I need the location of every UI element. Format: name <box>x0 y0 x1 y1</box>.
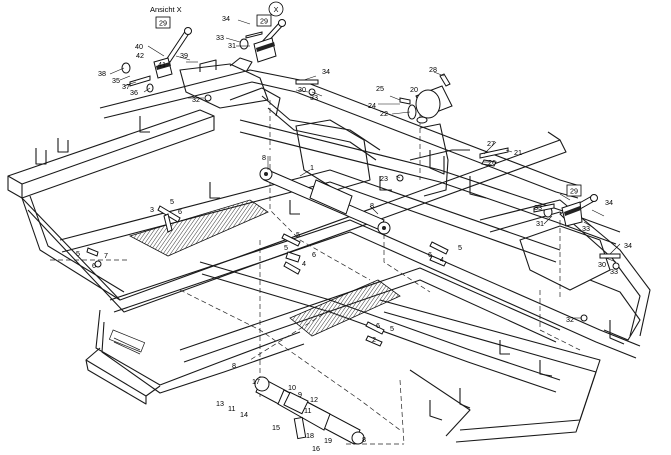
callout-39: 39 <box>180 51 188 60</box>
callout-21: 21 <box>514 148 522 157</box>
ref-box-c <box>566 184 582 197</box>
callout-16: 16 <box>312 444 320 453</box>
callout-35: 35 <box>112 76 120 85</box>
hardware-parts <box>86 73 588 347</box>
callout-20: 20 <box>410 85 418 94</box>
callout-33-d: 33 <box>582 224 590 233</box>
callout-13: 13 <box>216 399 224 408</box>
view-marker-circle <box>268 1 284 17</box>
callout-27: 27 <box>487 139 495 148</box>
callout-33-c: 33 <box>534 203 542 212</box>
callout-8-a: 8 <box>262 153 266 162</box>
detail-view-x-left <box>121 27 192 93</box>
callout-5-b: 5 <box>76 249 80 258</box>
callout-3: 3 <box>150 205 154 214</box>
callout-5-e: 5 <box>458 243 462 252</box>
callout-6-c: 6 <box>312 250 316 259</box>
view-title: Ansicht X <box>150 5 182 14</box>
callout-34-d: 34 <box>624 241 632 250</box>
callout-25: 25 <box>376 84 384 93</box>
callout-15: 15 <box>272 423 280 432</box>
callout-5-c: 5 <box>296 230 300 239</box>
callout-6-b: 6 <box>92 261 96 270</box>
callout-6-a: 6 <box>178 207 182 216</box>
view-marker-label: X <box>274 5 279 14</box>
callout-32-b: 32 <box>566 315 574 324</box>
callout-8-c: 8 <box>232 361 236 370</box>
callout-11-a: 11 <box>228 404 235 413</box>
callout-4-a: 4 <box>302 259 306 268</box>
callout-5-f: 5 <box>390 324 394 333</box>
callout-6-e: 6 <box>376 321 380 330</box>
callout-32-a: 32 <box>192 95 200 104</box>
ref-box-b-label: 29 <box>260 17 268 26</box>
callout-22: 22 <box>380 109 388 118</box>
callout-8-d: 8 <box>362 435 366 444</box>
callout-30-b: 30 <box>598 260 606 269</box>
callout-7: 7 <box>104 251 108 260</box>
callout-24: 24 <box>368 101 376 110</box>
lower-cylinder-assembly <box>254 376 365 445</box>
callout-14: 14 <box>240 410 248 419</box>
callout-17: 17 <box>252 377 260 386</box>
callout-31-b: 31 <box>536 219 544 228</box>
callout-40: 40 <box>135 42 143 51</box>
callout-2: 2 <box>372 335 376 344</box>
leader-lines <box>109 19 621 319</box>
callout-23: 23 <box>380 174 388 183</box>
callout-34-b: 34 <box>322 67 330 76</box>
step-grating-left <box>128 199 269 257</box>
detail-view-x-right <box>239 19 319 96</box>
callout-33-e: 33 <box>610 267 618 276</box>
callout-9: 9 <box>298 390 302 399</box>
main-hydraulic-cylinder <box>259 167 391 235</box>
callout-18: 18 <box>306 431 314 440</box>
callout-33-b: 33 <box>310 93 318 102</box>
callout-42: 42 <box>136 51 144 60</box>
callout-31-a: 31 <box>228 41 236 50</box>
callout-10: 10 <box>288 383 296 392</box>
callout-5-a: 5 <box>170 197 174 206</box>
callout-34-a: 34 <box>222 14 230 23</box>
main-frame <box>7 57 651 443</box>
detail-right <box>533 194 621 270</box>
actuator-cylinder-20 <box>399 85 453 124</box>
callout-30-a: 30 <box>298 85 306 94</box>
callout-5-d: 5 <box>284 243 288 252</box>
callout-19: 19 <box>324 436 332 445</box>
step-grating-center <box>289 279 401 337</box>
callout-26: 26 <box>488 158 496 167</box>
callout-38: 38 <box>98 69 106 78</box>
ref-box-b <box>256 14 272 27</box>
callout-8-b: 8 <box>370 201 374 210</box>
callout-37: 37 <box>122 82 130 91</box>
callout-33-a: 33 <box>216 33 224 42</box>
callout-4-b: 4 <box>440 255 444 264</box>
callout-28: 28 <box>429 65 437 74</box>
callout-34-c: 34 <box>605 198 613 207</box>
callout-11-b: 11 <box>304 406 311 415</box>
callout-36: 36 <box>130 88 138 97</box>
callout-12: 12 <box>310 395 318 404</box>
ref-box-c-label: 29 <box>570 187 578 196</box>
callout-labels: 34 33 31 40 39 42 41 38 35 37 36 32 34 3… <box>76 14 632 453</box>
ref-box-a <box>155 16 171 29</box>
callout-1: 1 <box>310 163 314 172</box>
callout-6-d: 6 <box>428 250 432 259</box>
ref-box-a-label: 29 <box>159 19 167 28</box>
callout-41: 41 <box>158 60 166 69</box>
